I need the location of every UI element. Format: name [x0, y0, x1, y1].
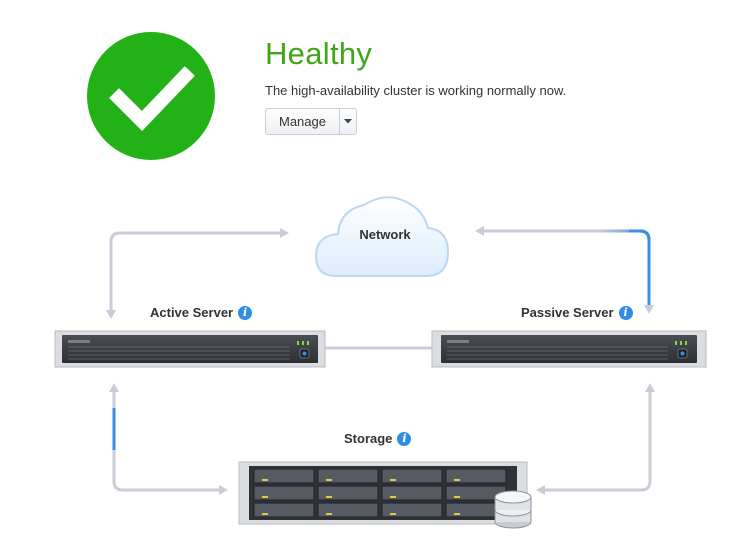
- drive-bay: [381, 485, 443, 501]
- manage-button[interactable]: Manage: [266, 109, 340, 134]
- arrow-head-icon: [280, 228, 289, 238]
- drive-led: [390, 479, 396, 481]
- arrow-head-icon: [109, 383, 119, 392]
- status-title: Healthy: [265, 36, 373, 71]
- drive-led: [390, 513, 396, 515]
- manage-dropdown-button[interactable]: [340, 109, 356, 134]
- network-label: Network: [359, 227, 411, 242]
- drive-bay: [317, 485, 379, 501]
- drive-led: [326, 496, 332, 498]
- connector-passive-storage: [545, 392, 652, 492]
- drive-bay: [317, 468, 379, 484]
- connector-network-active: [109, 231, 280, 312]
- drive-led: [454, 479, 460, 481]
- storage-label-group: Storage i: [344, 431, 412, 446]
- drive-led: [390, 496, 396, 498]
- info-icon[interactable]: i: [397, 431, 412, 446]
- database-icon: [494, 490, 532, 529]
- arrow-head-icon: [219, 485, 228, 495]
- arrow-head-icon: [475, 226, 484, 236]
- arrow-head-icon: [645, 383, 655, 392]
- connector-active-storage: [112, 392, 220, 492]
- drive-bay: [381, 502, 443, 518]
- drive-bay: [317, 502, 379, 518]
- drive-led: [454, 496, 460, 498]
- passive-server-label-group: Passive Server i: [521, 305, 633, 320]
- drive-led: [262, 496, 268, 498]
- storage-array-icon: [238, 461, 528, 525]
- check-icon: [109, 66, 195, 132]
- drive-bay: [253, 485, 315, 501]
- drive-led: [326, 479, 332, 481]
- passive-server-label: Passive Server: [521, 305, 614, 320]
- active-server-label-group: Active Server i: [150, 305, 253, 320]
- drive-bay: [445, 468, 507, 484]
- drive-bay: [253, 502, 315, 518]
- drive-bay: [381, 468, 443, 484]
- arrow-head-icon: [644, 305, 654, 314]
- info-icon[interactable]: i: [238, 305, 253, 320]
- active-server-icon: [54, 330, 326, 368]
- status-icon-circle: [87, 32, 215, 160]
- drive-led: [326, 513, 332, 515]
- drive-led: [262, 513, 268, 515]
- active-server-label: Active Server: [150, 305, 234, 320]
- drive-led: [262, 479, 268, 481]
- network-cloud-icon: [314, 196, 450, 277]
- storage-label: Storage: [344, 431, 393, 446]
- caret-down-icon: [344, 119, 352, 124]
- drive-led: [454, 513, 460, 515]
- arrow-head-icon: [106, 310, 116, 319]
- connector-passive-active-segment: [629, 229, 651, 262]
- arrow-head-icon: [536, 485, 545, 495]
- info-icon[interactable]: i: [618, 305, 633, 320]
- passive-server-icon: [431, 330, 707, 368]
- manage-button-group: Manage: [265, 108, 357, 135]
- connector-network-passive: [484, 229, 651, 306]
- status-description: The high-availability cluster is working…: [265, 83, 567, 98]
- drive-bay: [253, 468, 315, 484]
